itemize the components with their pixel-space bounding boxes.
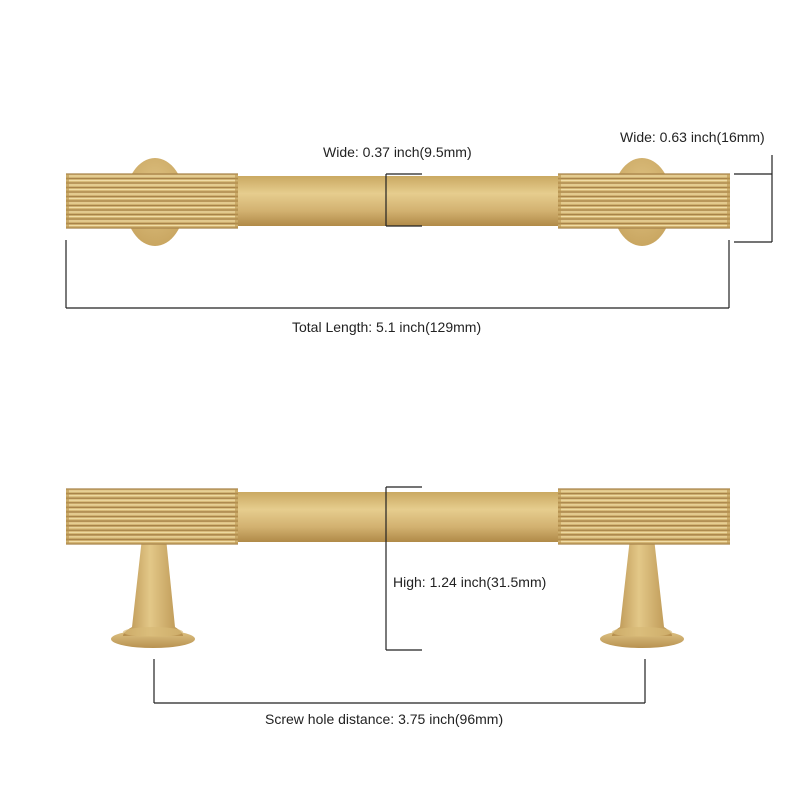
bar-width-label: Wide: 0.37 inch(9.5mm) bbox=[323, 144, 472, 160]
total-length-label: Total Length: 5.1 inch(129mm) bbox=[292, 319, 482, 335]
end-width-dimension bbox=[734, 155, 773, 243]
handle-top-view bbox=[66, 158, 730, 246]
bar-width-dimension bbox=[385, 173, 422, 227]
right-post bbox=[612, 538, 672, 636]
handle-front-view bbox=[66, 488, 730, 648]
front-center-bar bbox=[236, 492, 560, 542]
height-label: High: 1.24 inch(31.5mm) bbox=[393, 574, 547, 590]
total-length-dimension bbox=[65, 240, 730, 309]
screw-hole-dimension bbox=[153, 659, 646, 704]
height-dimension bbox=[385, 486, 422, 651]
left-post bbox=[123, 538, 183, 636]
screw-hole-distance-label: Screw hole distance: 3.75 inch(96mm) bbox=[265, 711, 504, 727]
right-knurled-end bbox=[558, 173, 730, 229]
left-knurled-end bbox=[66, 173, 238, 229]
center-bar bbox=[236, 176, 560, 226]
end-width-label: Wide: 0.63 inch(16mm) bbox=[620, 129, 765, 145]
front-right-knurled-end bbox=[558, 488, 730, 545]
front-left-knurled-end bbox=[66, 488, 238, 545]
